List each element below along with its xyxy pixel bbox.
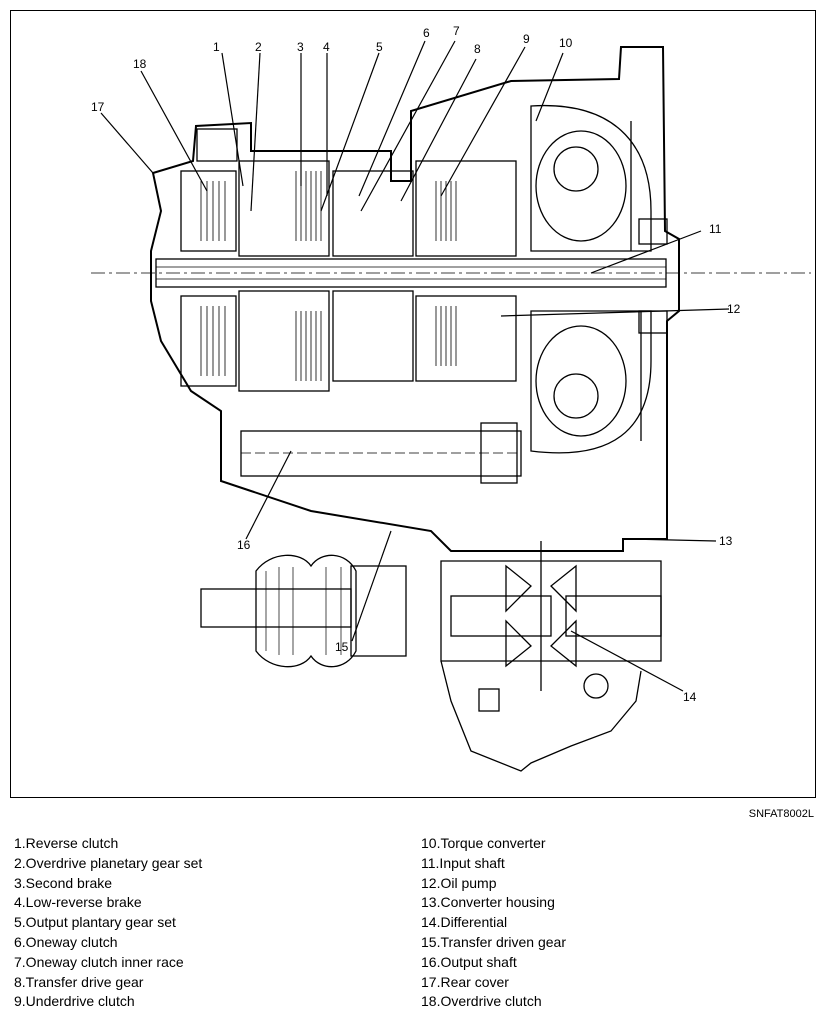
legend-item: 12.Oil pump [421, 874, 497, 891]
legend-item: 14.Differential [421, 914, 508, 931]
legend-item: 16.Output shaft [421, 953, 517, 970]
legend-item: 2.Overdrive planetary gear set [14, 854, 203, 871]
transaxle-diagram-frame: 1 2 3 4 5 6 7 8 9 10 11 12 13 14 15 16 1… [10, 10, 816, 798]
callout-14: 14 [683, 690, 697, 704]
legend-item: 6.Oneway clutch [14, 933, 118, 950]
figure-code: SNFAT8002L [748, 808, 814, 820]
legend-item: 10.Torque converter [421, 835, 546, 851]
callout-10: 10 [559, 36, 573, 50]
legend-item: 17.Rear cover [421, 973, 509, 990]
legend-item: 11.Input shaft [421, 854, 505, 871]
callout-17: 17 [91, 100, 105, 114]
legend-right-column: 10.Torque converter 11.Input shaft 12.Oi… [421, 834, 566, 1012]
callout-2: 2 [255, 40, 262, 54]
callout-5: 5 [376, 40, 383, 54]
callout-3: 3 [297, 40, 304, 54]
legend-item: 7.Oneway clutch inner race [14, 953, 184, 970]
legend-item: 8.Transfer drive gear [14, 973, 144, 990]
callout-4: 4 [323, 40, 330, 54]
legend-item: 13.Converter housing [421, 894, 555, 911]
callout-12: 12 [727, 302, 741, 316]
legend-item: 18.Overdrive clutch [421, 993, 542, 1010]
callout-6: 6 [423, 26, 430, 40]
callout-9: 9 [523, 32, 530, 46]
legend-item: 1.Reverse clutch [14, 835, 119, 851]
legend-item: 15.Transfer driven gear [421, 933, 566, 950]
callout-8: 8 [474, 42, 481, 56]
callout-7: 7 [453, 24, 460, 38]
callout-1: 1 [213, 40, 220, 54]
transaxle-cross-section: 1 2 3 4 5 6 7 8 9 10 11 12 13 14 15 16 1… [91, 24, 811, 772]
legend-item: 9.Underdrive clutch [14, 993, 135, 1010]
legend-item: 4.Low-reverse brake [14, 894, 142, 911]
callout-11: 11 [709, 222, 722, 236]
legend-item: 5.Output plantary gear set [14, 914, 176, 931]
callout-13: 13 [719, 534, 733, 548]
callout-15: 15 [335, 640, 349, 654]
legend-item: 3.Second brake [14, 874, 113, 891]
legend-left-column: 1.Reverse clutch 2.Overdrive planetary g… [14, 834, 202, 1012]
callout-18: 18 [133, 57, 147, 71]
callout-16: 16 [237, 538, 251, 552]
